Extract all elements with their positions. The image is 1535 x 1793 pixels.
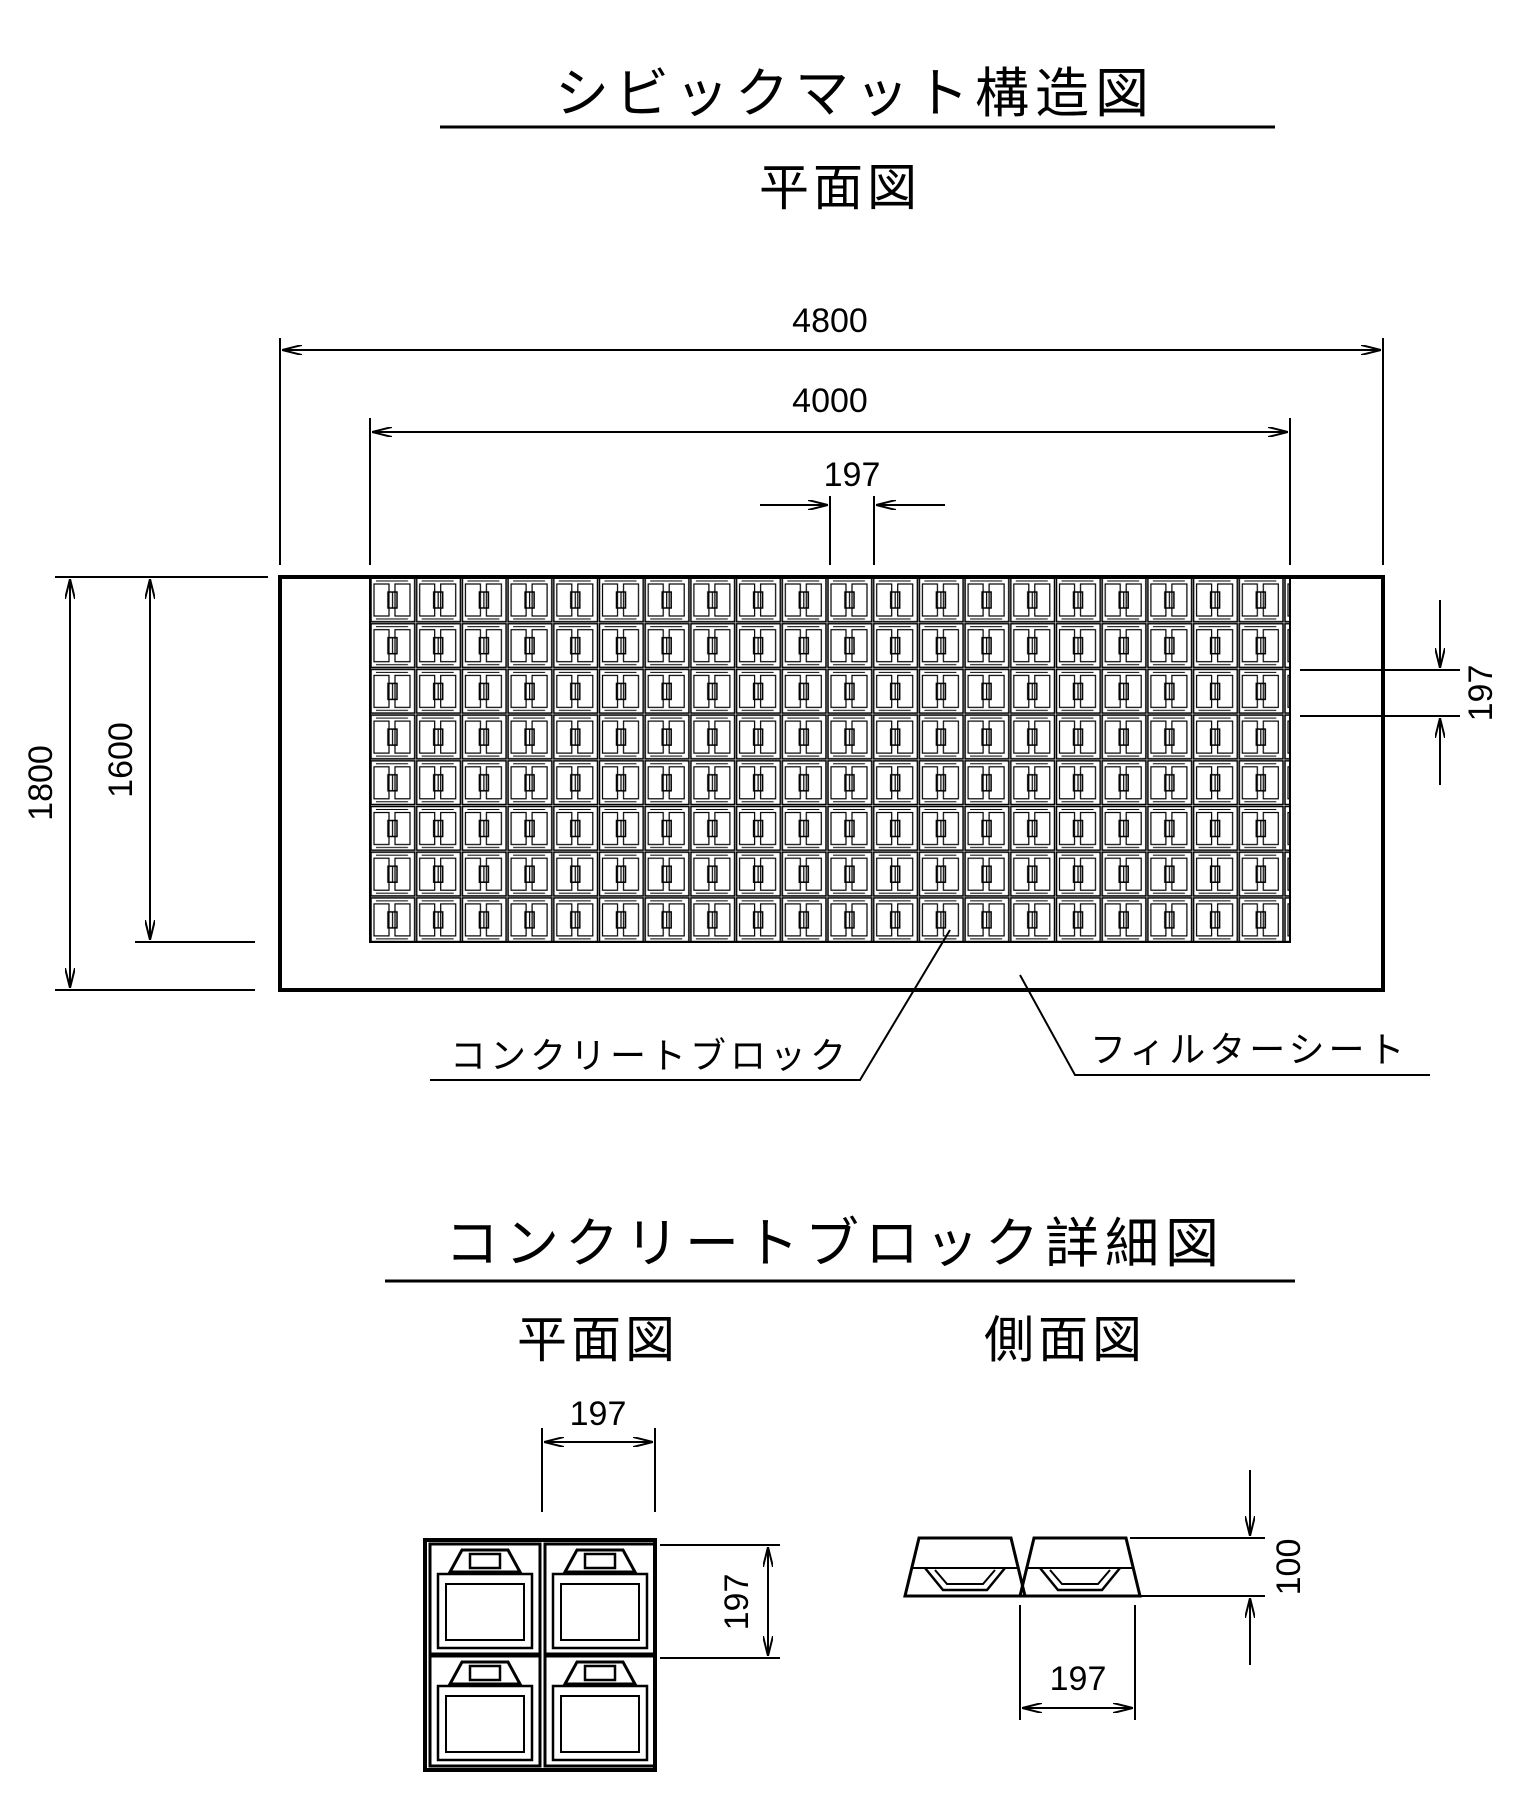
plan-title: 平面図 [759,159,921,217]
dim-outer-width: 4800 [792,302,868,340]
main-title: シビックマット構造図 [555,62,1155,125]
dim-detail-plan-height: 197 [718,1574,756,1631]
detail-plan-title: 平面図 [517,1311,679,1369]
detail-plan-blocks [423,1538,657,1772]
dim-inner-height: 1600 [102,722,140,798]
dim-inner-width: 4000 [792,382,868,420]
dim-detail-side-width: 197 [1050,1660,1107,1698]
detail-side-title: 側面図 [984,1311,1146,1369]
leader-filter-sheet [1019,974,1430,1076]
concrete-block-grid [369,576,1291,943]
label-concrete-block: コンクリートブロック [450,1036,850,1077]
detail-title: コンクリートブロック詳細図 [445,1212,1225,1275]
leader-concrete-block [430,929,951,1081]
label-filter-sheet: フィルターシート [1090,1030,1409,1071]
dim-outer-height: 1800 [22,745,60,821]
dim-block-height: 197 [1462,665,1500,722]
dim-detail-side-height: 100 [1270,1539,1308,1596]
dim-block-width: 197 [824,456,881,494]
detail-side-blocks [903,1536,1142,1598]
dim-detail-plan-width: 197 [570,1395,627,1433]
